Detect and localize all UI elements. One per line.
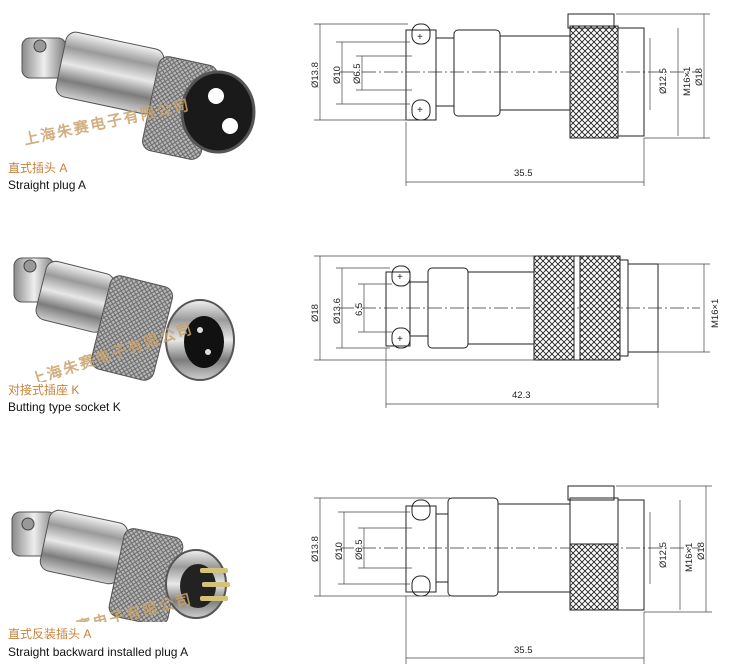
connector-panel-straight-plug-a: 上海朱赛电子有限公司 直式插头 A Straight plug A + + Ø1… bbox=[0, 0, 730, 210]
dim-d2-1: Ø10 bbox=[332, 66, 343, 84]
straight-plug-a-drawing: + + Ø13.8 Ø10 Ø6.5 Ø12.5 M16×1 Ø18 bbox=[310, 13, 710, 186]
dim-d5-1: M16×1 bbox=[682, 67, 693, 96]
svg-text:+: + bbox=[397, 334, 403, 345]
dim-d5-3: M16×1 bbox=[684, 543, 695, 572]
straight-backward-plug-a-drawing: Ø13.8 Ø10 Ø6.5 Ø12.5 M16×1 Ø18 35.5 bbox=[310, 485, 712, 664]
dim-d4-3: Ø12.5 bbox=[658, 542, 669, 568]
caption-zh-2: 对接式插座 K bbox=[8, 383, 80, 397]
dim-length-1: 35.5 bbox=[514, 168, 533, 179]
dim-d2-3: Ø10 bbox=[334, 542, 345, 560]
butting-socket-k-photo: 上海朱赛电子有限公司 bbox=[13, 257, 235, 382]
svg-text:+: + bbox=[417, 32, 423, 43]
butting-socket-k-drawing: + + Ø18 Ø13.6 6.5 M16×1 42.3 bbox=[310, 255, 720, 408]
dim-d1-3: Ø13.8 bbox=[310, 536, 321, 562]
svg-text:+: + bbox=[417, 105, 423, 116]
dim-d3-1: Ø6.5 bbox=[352, 63, 363, 84]
dim-length-2: 42.3 bbox=[512, 390, 531, 401]
dim-d3-2: 6.5 bbox=[354, 303, 365, 316]
svg-text:+: + bbox=[397, 272, 403, 283]
dim-d6-1: Ø18 bbox=[694, 68, 705, 86]
straight-backward-plug-a-photo: 上海朱赛电子有限公司 bbox=[11, 509, 230, 622]
dim-d1-1: Ø13.8 bbox=[310, 62, 321, 88]
connector-panel-butting-socket-k: 上海朱赛电子有限公司 对接式插座 K Butting type socket K… bbox=[0, 222, 730, 442]
dim-d3-3: Ø6.5 bbox=[354, 539, 365, 560]
connector-panel-straight-backward-plug-a: 上海朱赛电子有限公司 直式反装插头 A Straight backward in… bbox=[0, 472, 730, 672]
dim-length-3: 35.5 bbox=[514, 645, 533, 656]
caption-zh-1: 直式插头 A bbox=[8, 161, 68, 175]
caption-zh-3: 直式反装插头 A bbox=[8, 627, 92, 641]
caption-en-1: Straight plug A bbox=[8, 178, 87, 192]
dim-d1-2: Ø18 bbox=[310, 304, 321, 322]
knurled-nut bbox=[569, 25, 619, 139]
dim-d2-2: Ø13.6 bbox=[332, 298, 343, 324]
dim-d4-1: Ø12.5 bbox=[658, 68, 669, 94]
dim-d5-2: M16×1 bbox=[710, 299, 720, 328]
dim-d6-3: Ø18 bbox=[696, 542, 707, 560]
straight-plug-a-photo: 上海朱赛电子有限公司 bbox=[21, 31, 256, 160]
caption-en-3: Straight backward installed plug A bbox=[8, 645, 189, 659]
caption-en-2: Butting type socket K bbox=[8, 400, 121, 414]
